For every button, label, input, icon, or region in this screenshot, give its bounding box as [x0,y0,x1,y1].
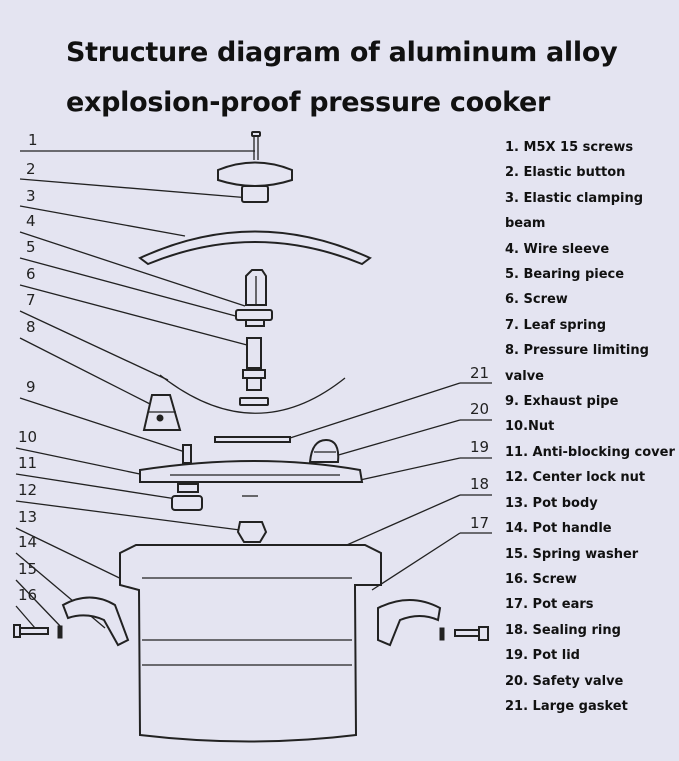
part-pot-body [119,544,382,743]
svg-text:15: 15 [18,560,37,578]
title-line-1: Structure diagram of aluminum alloy [66,37,618,68]
part-wire-sleeve [245,269,267,306]
callout-16: 16 [15,586,37,629]
callout-18: 18 [339,475,492,549]
callout-11: 11 [15,454,184,501]
part-item-8: 8. Pressure limiting valve [505,343,649,384]
svg-text:3: 3 [26,187,36,205]
part-item-9: 9. Exhaust pipe [505,394,619,410]
callout-8: 8 [19,318,153,406]
part-item-21: 21. Large gasket [505,698,628,714]
part-large-gasket [214,436,291,443]
svg-text:6: 6 [26,265,36,283]
callout-1: 1 [20,131,255,152]
svg-text:21: 21 [470,364,489,382]
part-item-11: 11. Anti-blocking cover [505,444,675,460]
svg-text:4: 4 [26,212,36,230]
part-item-16: 16. Screw [505,571,577,587]
part-nut [177,483,199,493]
part-item-20: 20. Safety valve [505,673,624,689]
part-center-lock-nut [236,521,268,543]
part-exhaust-pipe [182,444,192,464]
part-item-2: 2. Elastic button [505,165,626,181]
callout-5: 5 [19,238,244,319]
part-item-12: 12. Center lock nut [505,470,646,486]
callout-6: 6 [19,265,248,346]
part-item-3: 3. Elastic clamping beam [505,190,644,232]
part-item-10: 10.Nut [505,419,555,435]
part-pressure-limiting-valve [142,394,182,431]
svg-text:10: 10 [18,428,37,446]
part-pot-handle [61,596,130,647]
svg-text:8: 8 [26,318,36,336]
part-pot-ears [377,599,442,647]
svg-text:11: 11 [18,454,37,472]
svg-text:12: 12 [18,481,37,499]
parts-list: 1. M5X 15 screws 2. Elastic button 3. El… [505,135,675,719]
part-spring-washer [57,625,63,639]
part-elastic-clamping-beam [138,230,372,266]
svg-text:13: 13 [18,508,37,526]
callout-20: 20 [334,400,492,457]
callout-9: 9 [19,378,186,453]
callout-17: 17 [371,514,492,591]
callout-3: 3 [19,187,186,237]
part-screw-right [439,626,489,641]
part-item-18: 18. Sealing ring [505,622,621,638]
part-bearing-piece [235,309,273,327]
part-item-15: 15. Spring washer [505,546,639,562]
part-anti-blocking-cover [171,495,203,511]
part-safety-valve [308,438,340,463]
diagram-title: Structure diagram of aluminum alloy expl… [66,28,626,128]
part-item-7: 7. Leaf spring [505,317,607,333]
svg-text:19: 19 [470,438,489,456]
svg-text:17: 17 [470,514,489,532]
callout-2: 2 [19,160,251,199]
part-item-19: 19. Pot lid [505,648,580,664]
part-item-17: 17. Pot ears [505,597,594,613]
part-item-13: 13. Pot body [505,495,598,511]
svg-text:1: 1 [28,131,38,149]
callout-12: 12 [15,481,241,531]
callout-15: 15 [15,560,63,629]
callout-19: 19 [359,438,492,481]
part-item-1: 1. M5X 15 screws [505,140,634,155]
svg-text:18: 18 [470,475,489,493]
part-leaf-spring [159,374,346,414]
part-screw-m5x15 [251,131,261,160]
part-item-14: 14. Pot handle [505,521,612,537]
part-item-6: 6. Screw [505,292,568,308]
svg-text:5: 5 [26,238,36,256]
svg-text:16: 16 [18,586,37,604]
svg-text:2: 2 [26,160,36,178]
part-screw-6 [242,337,266,391]
svg-text:14: 14 [18,533,37,551]
callout-7: 7 [19,291,169,381]
title-line-2: explosion-proof pressure cooker [66,87,551,118]
svg-text:20: 20 [470,400,489,418]
part-item-4: 4. Wire sleeve [505,241,610,257]
part-pot-lid [139,460,364,483]
callout-4: 4 [19,212,246,307]
part-elastic-button [217,161,293,203]
svg-text:9: 9 [26,378,36,396]
part-screw-16 [13,624,49,638]
part-item-5: 5. Bearing piece [505,267,625,283]
callout-21: 21 [289,364,492,439]
svg-text:7: 7 [26,291,36,309]
